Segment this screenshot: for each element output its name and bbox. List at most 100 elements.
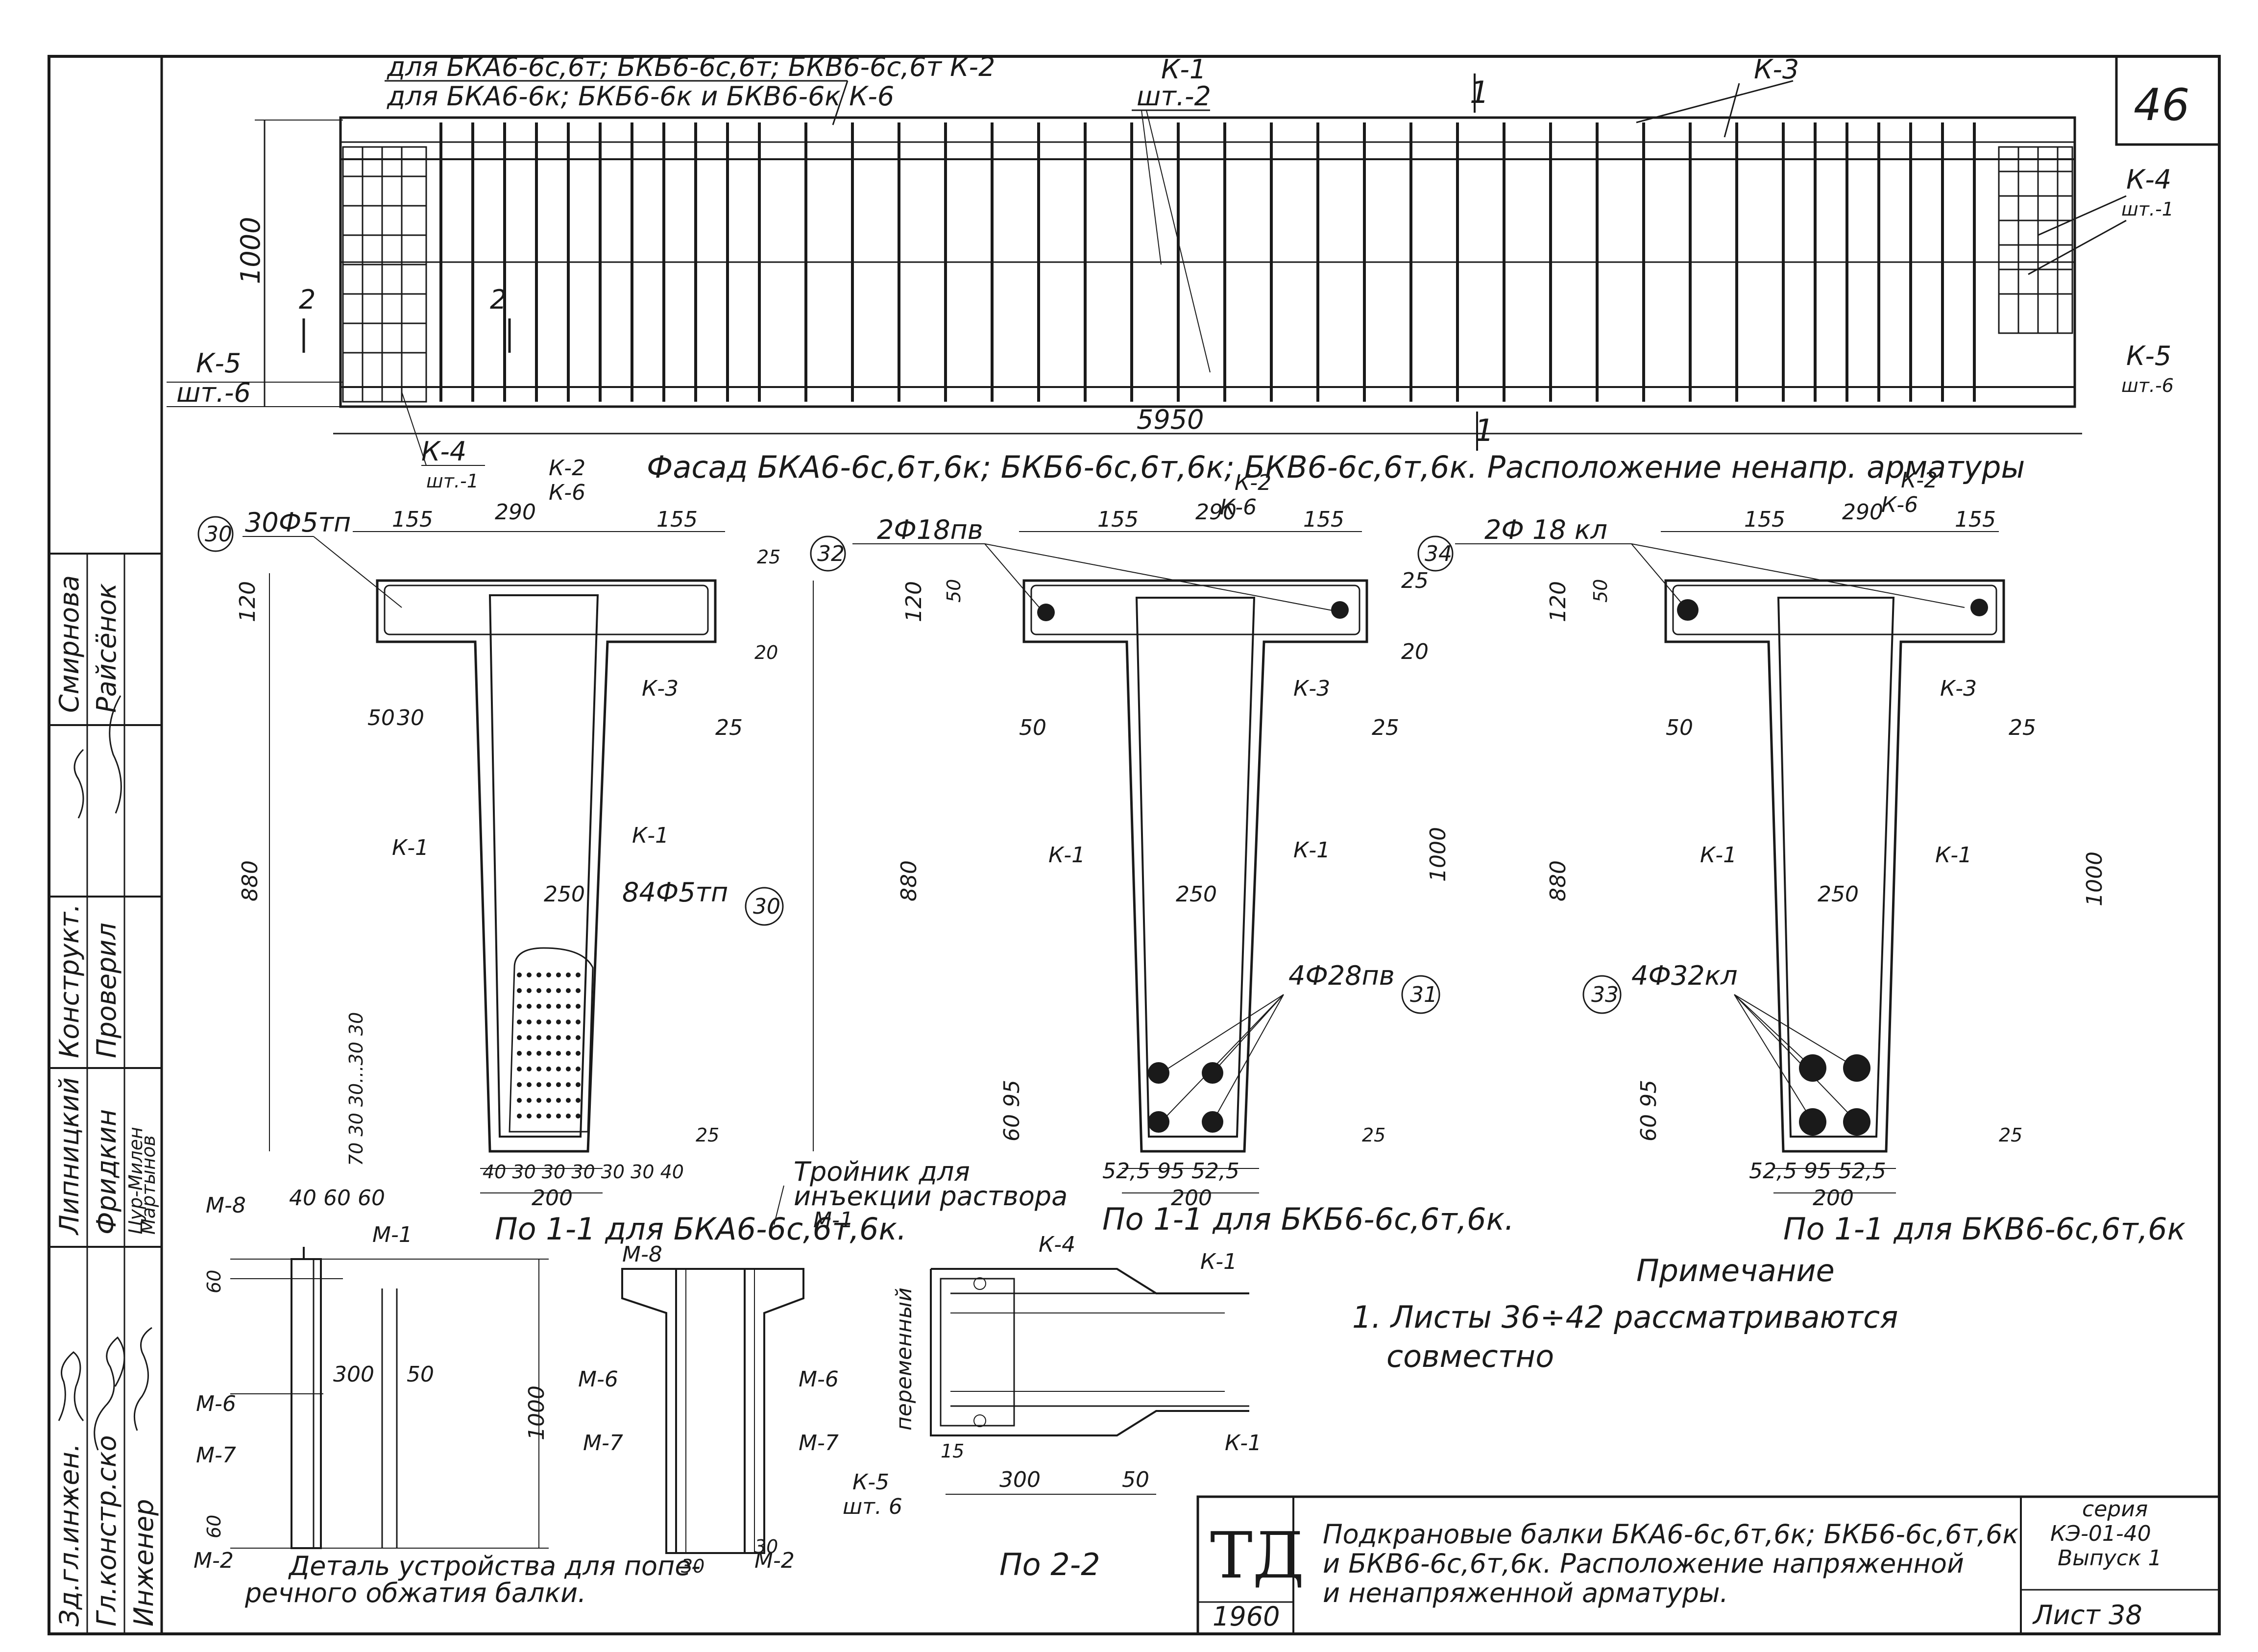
signature-1 bbox=[58, 1351, 84, 1421]
strand-dot bbox=[566, 1035, 571, 1040]
strand-dot bbox=[576, 1067, 581, 1071]
s1-flange: 120 bbox=[235, 581, 260, 622]
s3-bottom-total: 200 bbox=[1813, 1186, 1854, 1211]
dl-d300: 300 bbox=[333, 1362, 374, 1387]
strand-dot bbox=[546, 1082, 551, 1087]
s3-bottom-callout-num: 33 bbox=[1591, 982, 1619, 1007]
strand-dot bbox=[546, 988, 551, 993]
s1-caption: По 1-1 для БКА6-6с,6т,6к. bbox=[495, 1211, 907, 1247]
dm-d30a: 30 bbox=[681, 1555, 704, 1577]
s2-k3: К-3 bbox=[1293, 676, 1330, 701]
strand-dot bbox=[546, 972, 551, 977]
strand-dot bbox=[576, 1035, 581, 1040]
strand-dot bbox=[536, 972, 541, 977]
s2-total: 1000 bbox=[1426, 827, 1451, 882]
section-1-1-bkv: 34 2Ф 18 кл 155 290 155 К-2 К-6 120 50 К… bbox=[1417, 468, 2107, 1211]
series-line-2: КЭ-01-40 bbox=[2050, 1521, 2151, 1546]
strand-dot bbox=[517, 1114, 522, 1118]
s3-caption: По 1-1 для БКВ6-6с,6т,6к bbox=[1783, 1211, 2186, 1247]
s3-dim-50a: 50 bbox=[1590, 579, 1611, 603]
strand-dot bbox=[536, 1114, 541, 1118]
s22-caption: По 2-2 bbox=[999, 1547, 1100, 1582]
strand-dot bbox=[517, 988, 522, 993]
facade-k4-right-qty: шт.-1 bbox=[2121, 198, 2174, 220]
s1-web: 250 bbox=[544, 882, 585, 907]
strand-dot bbox=[527, 988, 532, 993]
stamp-name-6: Райсёнок bbox=[91, 583, 122, 713]
s1-dim-30: 30 bbox=[397, 705, 424, 730]
strand-dot bbox=[517, 1082, 522, 1087]
strand-dot bbox=[556, 1020, 561, 1024]
s2-height: 880 bbox=[897, 860, 922, 901]
s22-k4: К-4 bbox=[1039, 1232, 1075, 1257]
dl-d1000: 1000 bbox=[524, 1385, 549, 1440]
s2-bottom-callout: 4Ф28пв bbox=[1288, 960, 1395, 991]
s22-variable: переменный bbox=[892, 1288, 917, 1431]
strand-dot bbox=[527, 1051, 532, 1056]
s3-v60: 60 bbox=[1636, 1114, 1661, 1142]
s1-dim-left: 155 bbox=[392, 507, 433, 532]
s3-dim-left: 155 bbox=[1744, 507, 1785, 532]
strand-dot bbox=[576, 1082, 581, 1087]
strand-dot bbox=[517, 1098, 522, 1103]
s3-web: 250 bbox=[1818, 882, 1859, 907]
title-desc-1: Подкрановые балки БКА6-6с,6т,6к; БКБ6-6с… bbox=[1323, 1519, 2018, 1550]
strand-dot bbox=[546, 1067, 551, 1071]
strand-dot bbox=[556, 1082, 561, 1087]
facade-k5-left: К-5 bbox=[196, 348, 241, 379]
s1-bottom-callout-num: 30 bbox=[753, 894, 780, 919]
s1-k1-left: К-1 bbox=[392, 835, 429, 860]
stamp-role-1: Зд.гл.инжен. bbox=[54, 1443, 85, 1627]
stamp-extra-1: Цур-Милен bbox=[125, 1127, 146, 1235]
s2-dim-50b: 50 bbox=[1019, 715, 1046, 740]
strand-dot bbox=[517, 1051, 522, 1056]
s1-dim-right: 155 bbox=[656, 507, 698, 532]
facade-section-mark-top: 1 bbox=[1470, 74, 1489, 110]
facade-k4-right: К-4 bbox=[2126, 164, 2171, 195]
strand-dot bbox=[536, 1067, 541, 1071]
strand-dot bbox=[517, 1067, 522, 1071]
s1-top-callout-num: 30 bbox=[205, 522, 232, 547]
strand-dot bbox=[517, 972, 522, 977]
strand-dot bbox=[536, 1051, 541, 1056]
stamp-role-3: Инженер bbox=[128, 1499, 159, 1627]
stamp-name-3: Смирнова bbox=[54, 575, 85, 713]
stamp-name-5: Проверил bbox=[91, 923, 122, 1058]
strand-dot bbox=[546, 1020, 551, 1024]
s2-k1-right: К-1 bbox=[1293, 838, 1330, 863]
facade-stirrups bbox=[439, 122, 1976, 402]
s1-dim-25c: 25 bbox=[696, 1124, 719, 1146]
strand-dot bbox=[556, 1098, 561, 1103]
strand-dot bbox=[546, 1114, 551, 1118]
strand-dot bbox=[566, 1051, 571, 1056]
side-stamp: Зд.гл.инжен. Гл.констр.ско Инженер Липни… bbox=[54, 575, 159, 1627]
strand-dot bbox=[556, 1051, 561, 1056]
facade-k5-right-qty: шт.-6 bbox=[2121, 375, 2174, 396]
facade-section-2-left: 2 bbox=[299, 284, 316, 315]
s2-top-callout: 2Ф18пв bbox=[877, 514, 983, 545]
strand-dot bbox=[527, 1004, 532, 1009]
s1-k6: К-6 bbox=[549, 480, 585, 505]
s3-top-callout-num: 34 bbox=[1425, 541, 1452, 566]
s3-k1-left: К-1 bbox=[1700, 843, 1737, 868]
strand-dot bbox=[566, 1020, 571, 1024]
facade-k1-label: К-1 bbox=[1161, 54, 1206, 85]
strand-dot bbox=[566, 1098, 571, 1103]
dm-m8: М-8 bbox=[622, 1242, 662, 1267]
dl-m6: М-6 bbox=[196, 1391, 236, 1416]
s3-total: 1000 bbox=[2082, 851, 2107, 906]
strand-dot bbox=[517, 1020, 522, 1024]
dm-note-1: Тройник для bbox=[794, 1156, 970, 1187]
facade-caption: Фасад БКА6-6с,6т,6к; БКБ6-6с,6т,6к; БКВ6… bbox=[647, 449, 2025, 485]
title-desc-2: и БКВ6-6с,6т,6к. Расположение напряженно… bbox=[1323, 1548, 1964, 1579]
stamp-extra-2: Мартынов bbox=[138, 1135, 159, 1235]
strand-dot bbox=[536, 988, 541, 993]
dm-m7-left: М-7 bbox=[583, 1431, 623, 1456]
dl-m1: М-1 bbox=[372, 1222, 413, 1247]
dm-m6-right: М-6 bbox=[799, 1367, 839, 1392]
s1-dim-mid: 290 bbox=[495, 500, 536, 525]
s3-bottom-dims: 52,5 95 52,5 bbox=[1749, 1159, 1886, 1184]
strand-dot bbox=[566, 1004, 571, 1009]
facade-end-mesh-right bbox=[1998, 146, 2073, 334]
stamp-name-1: Липницкий bbox=[54, 1077, 85, 1236]
